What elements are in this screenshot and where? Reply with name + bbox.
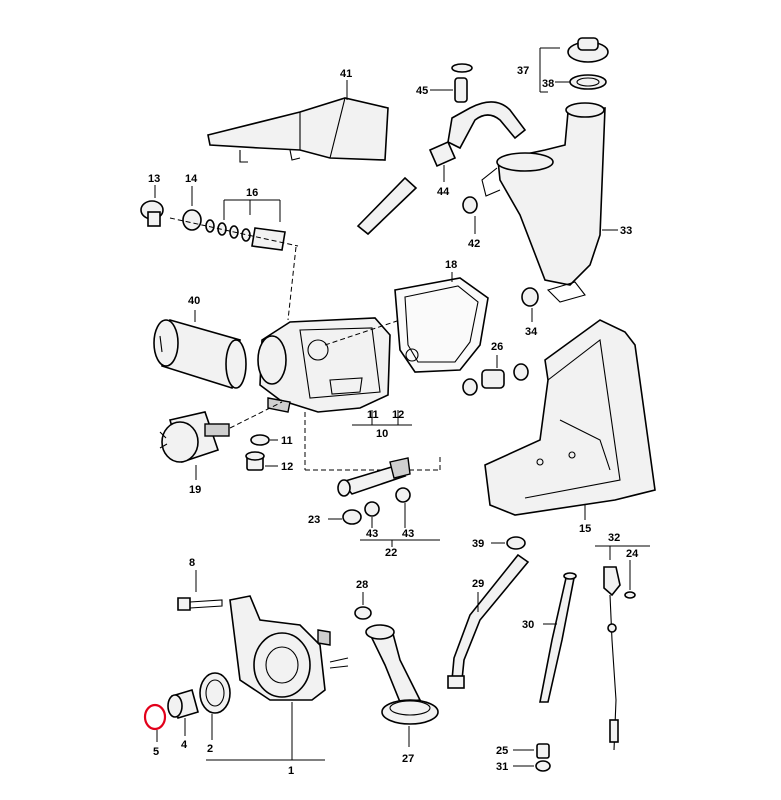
label-27: 27 (402, 753, 414, 765)
label-43-b: 43 (402, 528, 414, 540)
part-30-dipstick-tube[interactable] (539, 572, 577, 703)
part-15-shield[interactable] (484, 319, 656, 516)
label-19: 19 (189, 484, 201, 496)
part-34-ring[interactable] (521, 287, 539, 307)
label-15: 15 (579, 523, 591, 535)
part-24-clip[interactable] (624, 591, 636, 599)
label-37: 37 (517, 65, 529, 77)
part-13-plug[interactable] (140, 200, 164, 227)
part-25-plug[interactable] (536, 743, 550, 759)
label-1: 1 (288, 765, 294, 777)
part-39-ring[interactable] (506, 536, 526, 550)
label-10: 10 (376, 428, 388, 440)
label-12-a: 12 (281, 461, 293, 473)
part-23-ring[interactable] (342, 509, 362, 525)
part-41-heat-shield[interactable] (207, 97, 389, 163)
label-40: 40 (188, 295, 200, 307)
part-2-gasket[interactable] (199, 672, 231, 714)
label-31: 31 (496, 761, 508, 773)
label-33: 33 (620, 225, 632, 237)
label-4: 4 (181, 739, 188, 751)
part-33-oil-tank[interactable] (481, 102, 606, 303)
label-44: 44 (437, 186, 450, 198)
label-42: 42 (468, 238, 480, 250)
part-31-ring[interactable] (535, 760, 551, 772)
part-10-oil-filter-housing[interactable] (257, 317, 391, 413)
part-28-nut[interactable] (354, 606, 372, 620)
part-44-breather-hose[interactable] (356, 101, 527, 236)
label-13: 13 (148, 173, 160, 185)
part-11-washer[interactable] (250, 434, 270, 446)
label-38: 38 (542, 78, 554, 90)
label-23: 23 (308, 514, 320, 526)
label-28: 28 (356, 579, 368, 591)
part-18-gasket[interactable] (394, 277, 489, 373)
label-8: 8 (189, 557, 195, 569)
part-29-return-pipe[interactable] (447, 553, 530, 689)
label-14: 14 (185, 173, 198, 185)
part-27-strainer[interactable] (365, 624, 439, 725)
part-40-oil-filter[interactable] (153, 318, 247, 390)
part-16-piston-spring[interactable] (205, 219, 286, 251)
label-45: 45 (416, 85, 428, 97)
label-18: 18 (445, 259, 457, 271)
label-43-a: 43 (366, 528, 378, 540)
label-26: 26 (491, 341, 503, 353)
label-24: 24 (626, 548, 639, 560)
label-5: 5 (153, 746, 159, 758)
label-22: 22 (385, 547, 397, 559)
part-22-oil-pipe[interactable] (337, 457, 411, 497)
part-42-ring[interactable] (462, 196, 478, 214)
part-12-plug[interactable] (245, 451, 265, 471)
label-25: 25 (496, 745, 508, 757)
part-19-pressure-switch[interactable] (159, 411, 230, 464)
part-1-oil-pump[interactable] (229, 595, 349, 701)
part-37-filler-cap[interactable] (567, 37, 609, 63)
part-8-bolt[interactable] (177, 597, 223, 611)
label-2: 2 (207, 743, 213, 755)
label-41: 41 (340, 68, 352, 80)
label-16: 16 (246, 187, 258, 199)
part-4-bushing[interactable] (167, 688, 199, 720)
part-38-seal-ring[interactable] (569, 74, 607, 90)
label-34: 34 (525, 326, 538, 338)
part-32-dipstick[interactable] (603, 566, 621, 751)
label-12-b: 12 (392, 409, 404, 421)
label-11-b: 11 (367, 409, 379, 421)
label-30: 30 (522, 619, 534, 631)
part-43-ring-a[interactable] (364, 501, 380, 517)
part-5-o-ring[interactable] (143, 703, 167, 731)
part-45-clamp[interactable] (451, 63, 473, 103)
label-29: 29 (472, 578, 484, 590)
part-43-ring-b[interactable] (395, 487, 411, 503)
part-14-washer[interactable] (182, 209, 202, 231)
label-11-a: 11 (281, 435, 293, 447)
label-32: 32 (608, 532, 620, 544)
label-39: 39 (472, 538, 484, 550)
part-26-nipple[interactable] (462, 363, 529, 396)
